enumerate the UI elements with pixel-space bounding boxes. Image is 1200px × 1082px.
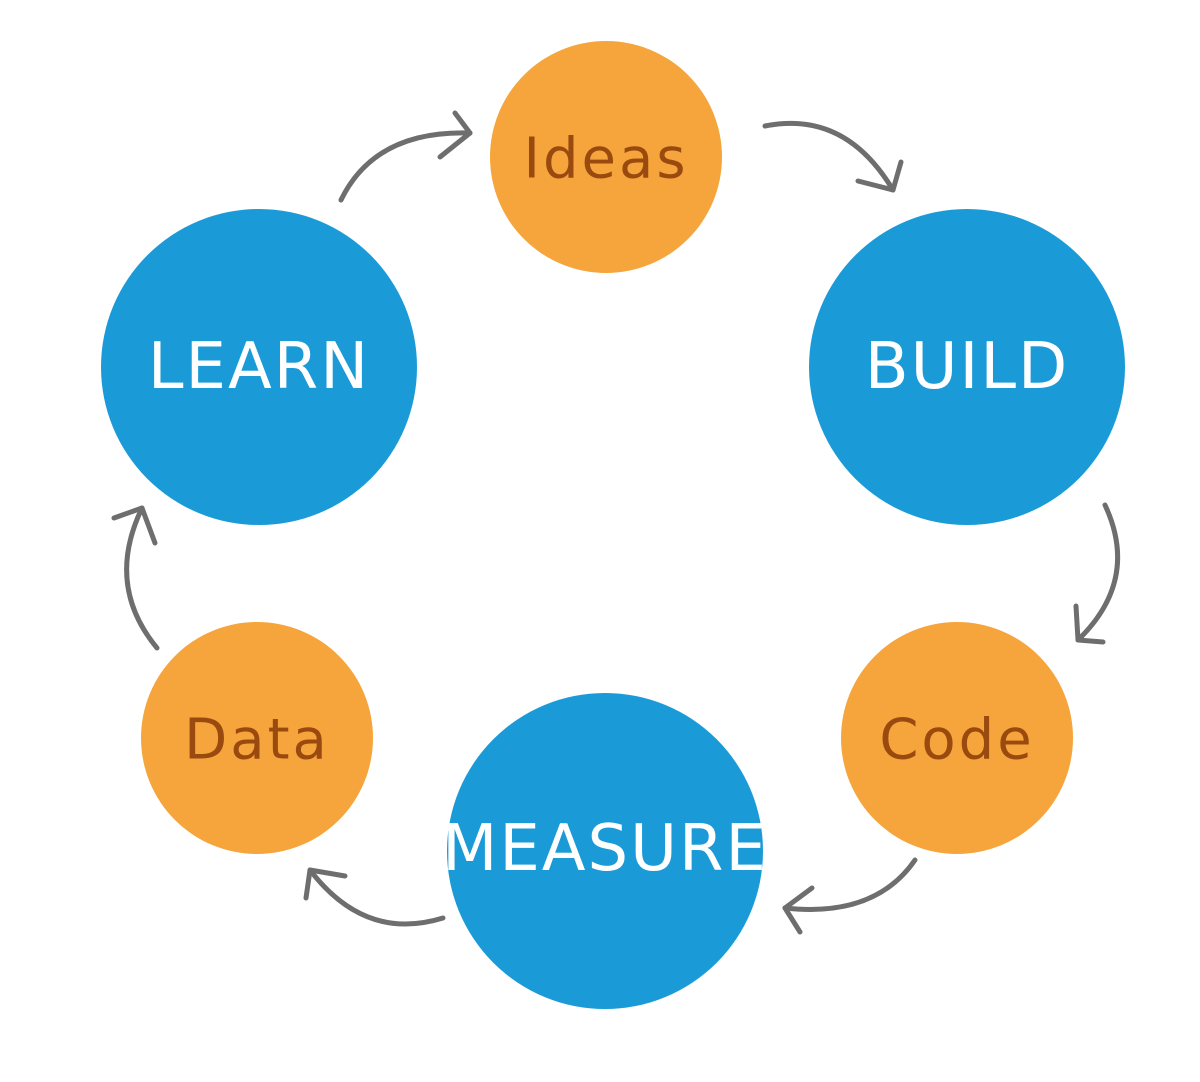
learn-circle [101,209,417,525]
code-circle [841,622,1073,854]
learn-label: LEARN [148,330,370,404]
data-label: Data [184,708,330,773]
measure-label: MEASURE [442,812,768,886]
node-build: BUILD [809,209,1125,525]
build-label: BUILD [865,330,1070,404]
node-code: Code [841,622,1073,854]
node-ideas: Ideas [490,41,722,273]
node-data: Data [141,622,373,854]
arrow-data-to-learn [111,505,160,651]
data-circle [141,622,373,854]
ideas-circle [490,41,722,273]
arrow-ideas-to-build [762,120,904,193]
arrow-learn-to-ideas [338,110,473,203]
measure-circle [447,693,763,1009]
ideas-label: Ideas [523,127,688,192]
build-circle [809,209,1125,525]
arrow-measure-to-data [303,867,446,927]
arrow-build-to-code [1073,502,1121,645]
code-label: Code [879,708,1034,773]
node-learn: LEARN [101,209,417,525]
node-measure: MEASURE [442,693,768,1009]
arrow-code-to-measure [782,857,918,935]
